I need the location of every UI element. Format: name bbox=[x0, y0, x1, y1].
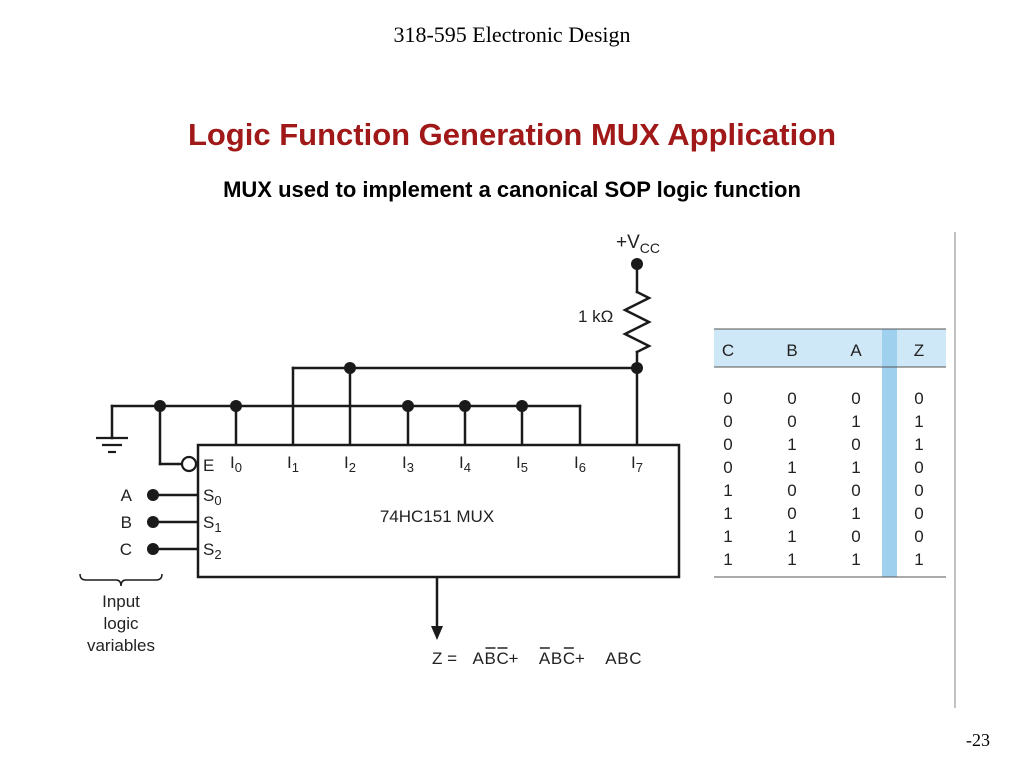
truth-table-cell: 0 bbox=[723, 435, 732, 454]
junction-dot bbox=[402, 400, 414, 412]
truth-table-header-b: B bbox=[786, 341, 797, 360]
truth-table-cell: 0 bbox=[787, 504, 796, 523]
truth-table-cell: 0 bbox=[723, 412, 732, 431]
equation-lhs: Z = bbox=[432, 649, 457, 668]
junction-dot bbox=[154, 400, 166, 412]
truth-table-cell: 1 bbox=[914, 435, 923, 454]
truth-table-column-divider bbox=[882, 329, 897, 577]
equation-literal: C bbox=[496, 649, 508, 668]
truth-table-cell: 1 bbox=[851, 412, 860, 431]
truth-table-cell: 1 bbox=[914, 412, 923, 431]
truth-table-cell: 0 bbox=[914, 527, 923, 546]
input-c-label: C bbox=[120, 540, 132, 559]
truth-table-cell: 0 bbox=[914, 504, 923, 523]
truth-table-cell: 0 bbox=[723, 389, 732, 408]
output-arrow-icon bbox=[431, 626, 443, 640]
select-pin-label-s2: S2 bbox=[203, 540, 222, 562]
truth-table-cell: 0 bbox=[851, 481, 860, 500]
data-pin-label-i0: I0 bbox=[230, 453, 242, 475]
equation-literal: A bbox=[605, 649, 617, 668]
vcc-label: +VCC bbox=[616, 232, 660, 256]
input-a-label: A bbox=[121, 486, 133, 505]
resistor-label: 1 kΩ bbox=[578, 307, 613, 326]
slide-subtitle: MUX used to implement a canonical SOP lo… bbox=[223, 177, 801, 202]
truth-table-header-a: A bbox=[850, 341, 862, 360]
truth-table-cell: 1 bbox=[914, 550, 923, 569]
truth-table-header-z: Z bbox=[914, 341, 924, 360]
equation-literal: B bbox=[551, 649, 562, 668]
truth-table-cell: 0 bbox=[851, 389, 860, 408]
truth-table-cell: 1 bbox=[723, 550, 732, 569]
input-brace bbox=[79, 573, 163, 587]
truth-table-cell: 1 bbox=[787, 458, 796, 477]
input-caption-line1: Input bbox=[102, 592, 140, 611]
data-pin-labels: I0 I1 I2 I3 I4 I5 I6 I7 bbox=[230, 453, 643, 475]
data-pin-label-i4: I4 bbox=[459, 453, 471, 475]
input-a-terminal-dot bbox=[147, 489, 159, 501]
chip-label: 74HC151 MUX bbox=[380, 507, 494, 526]
junction-dot bbox=[459, 400, 471, 412]
truth-table-cell: 1 bbox=[723, 527, 732, 546]
equation-plus: + bbox=[508, 649, 518, 668]
vcc-terminal-dot bbox=[631, 258, 643, 270]
truth-table-cell: 1 bbox=[851, 550, 860, 569]
data-pin-label-i2: I2 bbox=[344, 453, 356, 475]
input-c-terminal-dot bbox=[147, 543, 159, 555]
page-number: -23 bbox=[966, 730, 990, 750]
truth-table: C B A Z 0 0 0 0 0 0 1 1 0 1 0 1 0 1 1 0 1 0 0 0 1 0 1 0 1 1 0 0 1 1 1 1 bbox=[714, 328, 946, 578]
truth-table-header-band bbox=[714, 329, 946, 367]
resistor-1k bbox=[622, 290, 652, 354]
truth-table-cell: 0 bbox=[851, 527, 860, 546]
slide-title: Logic Function Generation MUX Applicatio… bbox=[187, 117, 837, 152]
equation-literal: B bbox=[617, 649, 628, 668]
equation-literal: A bbox=[539, 649, 551, 668]
equation-literal: C bbox=[563, 649, 575, 668]
junction-dot bbox=[344, 362, 356, 374]
data-pin-label-i1: I1 bbox=[287, 453, 299, 475]
input-b-label: B bbox=[121, 513, 132, 532]
enable-inverter-bubble bbox=[180, 455, 198, 473]
junction-dot bbox=[230, 400, 242, 412]
select-pin-label-s0: S0 bbox=[203, 486, 222, 508]
data-pin-label-i7: I7 bbox=[631, 453, 643, 475]
junction-dot bbox=[631, 362, 643, 374]
enable-pin-label: E bbox=[203, 456, 214, 475]
data-pin-label-i5: I5 bbox=[516, 453, 528, 475]
truth-table-cell: 1 bbox=[787, 435, 796, 454]
input-caption-line2: logic bbox=[104, 614, 139, 633]
truth-table-cell: 0 bbox=[914, 458, 923, 477]
truth-table-cell: 1 bbox=[787, 550, 796, 569]
truth-table-cell: 0 bbox=[914, 389, 923, 408]
mux-chip bbox=[196, 443, 681, 579]
truth-table-cell: 0 bbox=[787, 481, 796, 500]
input-b-terminal-dot bbox=[147, 516, 159, 528]
junction-dot bbox=[516, 400, 528, 412]
truth-table-cell: 1 bbox=[723, 504, 732, 523]
equation-literal: C bbox=[629, 649, 641, 668]
ground-icon bbox=[96, 436, 128, 454]
input-caption-line3: variables bbox=[87, 636, 155, 655]
truth-table-cell: 0 bbox=[787, 412, 796, 431]
equation-literal: B bbox=[484, 649, 495, 668]
truth-table-cell: 0 bbox=[723, 458, 732, 477]
data-pin-label-i6: I6 bbox=[574, 453, 586, 475]
select-pin-label-s1: S1 bbox=[203, 513, 222, 535]
truth-table-cell: 0 bbox=[914, 481, 923, 500]
data-pin-label-i3: I3 bbox=[402, 453, 414, 475]
truth-table-cell: 1 bbox=[787, 527, 796, 546]
truth-table-cell: 1 bbox=[851, 458, 860, 477]
truth-table-header-c: C bbox=[722, 341, 734, 360]
truth-table-cell: 0 bbox=[851, 435, 860, 454]
equation-literal: A bbox=[472, 649, 484, 668]
truth-table-cell: 0 bbox=[787, 389, 796, 408]
truth-table-cell: 1 bbox=[851, 504, 860, 523]
slide-header: 318-595 Electronic Design bbox=[393, 22, 631, 47]
equation-plus: + bbox=[575, 649, 585, 668]
truth-table-cell: 1 bbox=[723, 481, 732, 500]
